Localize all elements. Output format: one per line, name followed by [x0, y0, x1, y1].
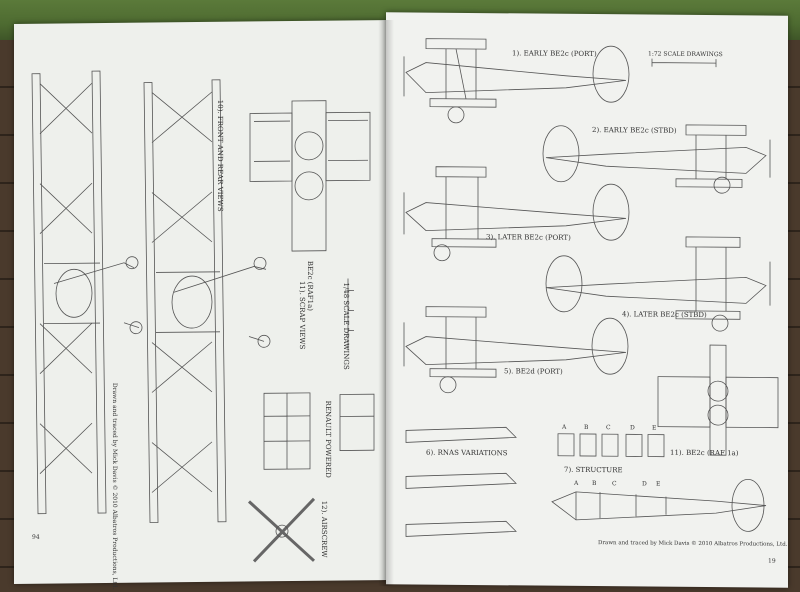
- left-credit: Drawn and traced by Mick Davis © 2010 Al…: [111, 382, 118, 590]
- front-rear-views-drawing: [31, 70, 375, 563]
- struct-mark-e: E: [656, 480, 661, 488]
- left-page: 10). FRONT AND REAR VIEWS BE2c (RAF1a) 1…: [14, 20, 386, 590]
- renault-powered-label: RENAULT POWERED: [324, 400, 332, 478]
- scale-title: 1:72 SCALE DRAWINGS: [648, 50, 723, 59]
- view6-label: 6). RNAS VARIATIONS: [426, 448, 508, 458]
- struct-mark-c: C: [612, 480, 617, 488]
- scale-label: 1/48 SCALE DRAWINGS: [342, 282, 350, 370]
- scrap-views-label: 11). SCRAP VIEWS: [298, 280, 306, 350]
- view4-label: 4). LATER BE2c (STBD): [622, 310, 707, 320]
- frame-label-d: D: [630, 424, 635, 432]
- side-views-drawing: [403, 38, 779, 537]
- frame-label-b: B: [584, 423, 589, 432]
- struct-mark-a: A: [574, 479, 579, 487]
- view5-label: 5). BE2d (PORT): [504, 367, 563, 376]
- view1-label: 1). EARLY BE2c (PORT): [512, 49, 597, 59]
- frame-label-e: E: [652, 424, 657, 432]
- airscrew-label: 12). AIRSCREW: [320, 500, 328, 558]
- frame-label-c: C: [606, 424, 611, 432]
- right-page-number: 19: [768, 557, 776, 565]
- struct-mark-b: B: [592, 480, 597, 488]
- be2c-raf1a-label: BE2c (RAF1a): [306, 260, 314, 312]
- frame-label-a: A: [562, 423, 567, 431]
- view2-label: 2). EARLY BE2c (STBD): [592, 126, 677, 135]
- view11-label: 11). BE2c (RAF 1a): [670, 448, 739, 458]
- front-rear-views-label: 10). FRONT AND REAR VIEWS: [216, 99, 224, 212]
- right-page: 1). EARLY BE2c (PORT) 1:72 SCALE DRAWING…: [386, 12, 788, 588]
- view7-label: 7). STRUCTURE: [564, 465, 623, 475]
- view3-label: 3). LATER BE2c (PORT): [486, 233, 571, 242]
- book-gutter: [378, 20, 394, 586]
- struct-mark-d: D: [642, 480, 647, 488]
- left-page-number: 94: [32, 533, 40, 541]
